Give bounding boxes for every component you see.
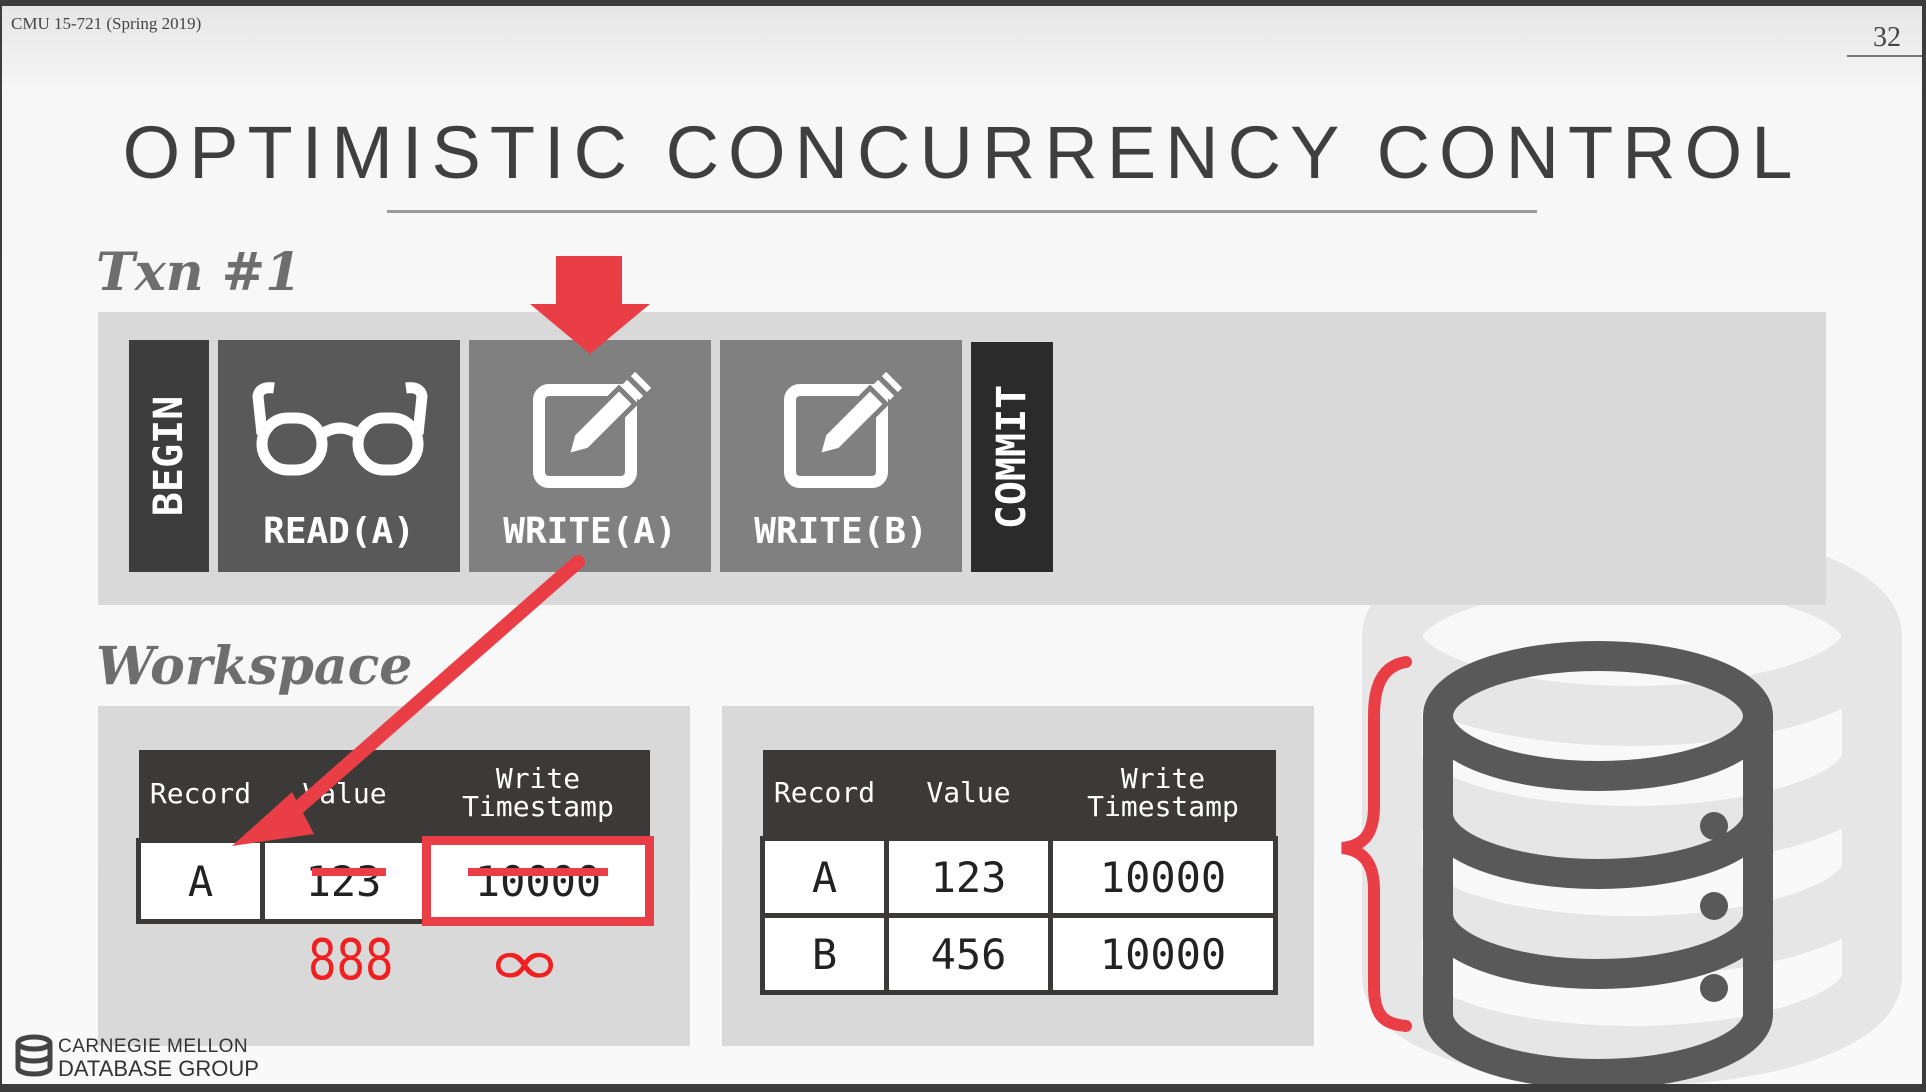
op-label: WRITE(A) [503,511,677,552]
edit-icon [784,371,903,488]
handwritten-new-value: 888 [308,928,394,993]
slide: CMU 15-721 (Spring 2019) 32 OPTIMISTIC C… [2,6,1922,1084]
commit-label: COMMIT [989,384,1035,530]
begin-label: BEGIN [146,395,192,517]
value-cell: 456 [884,913,1053,995]
glasses-icon [252,382,428,476]
database-table: Record Value Write Timestamp A 123 10000… [760,750,1278,995]
footer-line2: DATABASE GROUP [58,1056,259,1081]
title-divider [387,210,1537,213]
edit-icon [533,371,652,488]
slide-title: OPTIMISTIC CONCURRENCY CONTROL [122,111,1802,194]
workspace-label: Workspace [96,636,413,697]
record-cell: B [760,913,889,995]
workspace-table: Record Value Write Timestamp A 123 10000 [136,750,654,926]
column-header: Value [262,750,427,841]
op-write-a: WRITE(A) [469,340,711,572]
cmu-db-logo-icon [15,1034,53,1077]
record-cell: A [136,838,265,924]
course-label: CMU 15-721 (Spring 2019) [11,14,202,33]
timestamp-cell: 10000 [1048,836,1278,918]
column-header: Write Timestamp [426,750,650,841]
column-header: Record [138,750,263,841]
page-number-underline [1847,55,1922,57]
column-header: Value [886,750,1051,839]
table-row: B 456 10000 [760,913,1278,995]
page-number: 32 [1873,22,1901,53]
record-cell: A [760,836,889,918]
commit-block: COMMIT [971,342,1053,572]
database-icon [1423,641,1773,1084]
handwritten-infinity: ∞ [486,924,563,1001]
op-read-a: READ(A) [218,340,460,572]
timestamp-cell: 10000 [422,836,654,926]
op-label: READ(A) [263,511,415,552]
op-label: WRITE(B) [754,511,928,552]
timestamp-cell: 10000 [1048,913,1278,995]
op-write-b: WRITE(B) [720,340,962,572]
footer-line1: CARNEGIE MELLON [58,1036,249,1057]
begin-block: BEGIN [129,340,209,572]
column-header: Write Timestamp [1050,750,1276,839]
table-row: A 123 10000 [136,836,654,926]
value-cell: 123 [260,838,429,924]
txn-label: Txn #1 [96,242,302,303]
column-header: Record [762,750,887,839]
table-row: A 123 10000 [760,836,1278,918]
value-cell: 123 [884,836,1053,918]
